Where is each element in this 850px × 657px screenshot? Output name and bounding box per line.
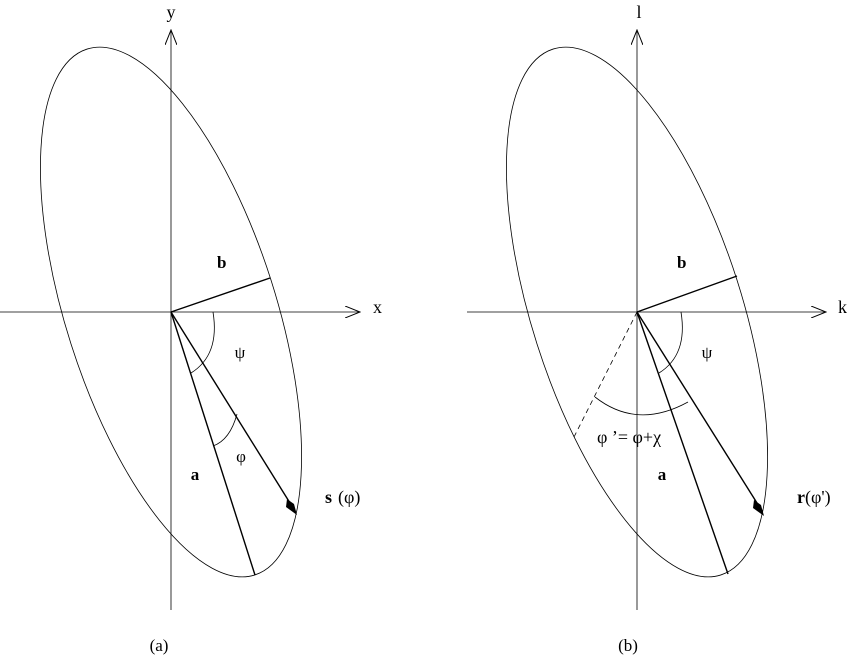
label-psi-a: ψ <box>235 343 246 362</box>
vector-r <box>636 311 758 504</box>
vector-r-label: r(φ') <box>797 487 831 508</box>
semi-minor-axis-b-b <box>636 275 738 313</box>
psi-arc-a <box>190 311 215 374</box>
ellipse-b <box>506 46 768 578</box>
axis-label-k: k <box>838 297 847 317</box>
label-b-b: b <box>677 253 686 272</box>
phi-prime-arc-b <box>594 396 689 416</box>
label-a-b: a <box>658 465 667 484</box>
dashed-reference-line <box>573 311 638 438</box>
semi-major-axis-a-a <box>170 311 256 576</box>
semi-major-axis-a-b <box>636 311 729 575</box>
caption-a: (a) <box>150 636 169 655</box>
panel-a: y x b ψ φ a s(φ) (a) <box>0 2 382 655</box>
psi-arc-b <box>658 311 683 374</box>
label-phi-prime: φ ’= φ+χ <box>597 427 661 447</box>
caption-b: (b) <box>618 636 638 655</box>
axis-label-x: x <box>373 297 382 317</box>
label-psi-b: ψ <box>702 343 713 362</box>
label-phi-a: φ <box>236 447 246 466</box>
axis-label-y: y <box>167 2 176 22</box>
vector-s-label: s(φ) <box>325 487 360 508</box>
vector-s-arrowhead <box>286 499 297 515</box>
phi-arc-a <box>212 413 238 447</box>
label-b-a: b <box>217 253 226 272</box>
panel-b: l k b ψ φ ’= φ+χ a r(φ') (b) <box>467 2 847 655</box>
vector-s <box>170 311 291 504</box>
label-a-a: a <box>191 465 200 484</box>
semi-minor-axis-b-a <box>170 277 271 313</box>
axis-label-l: l <box>636 2 641 22</box>
vector-r-arrowhead <box>753 500 764 516</box>
